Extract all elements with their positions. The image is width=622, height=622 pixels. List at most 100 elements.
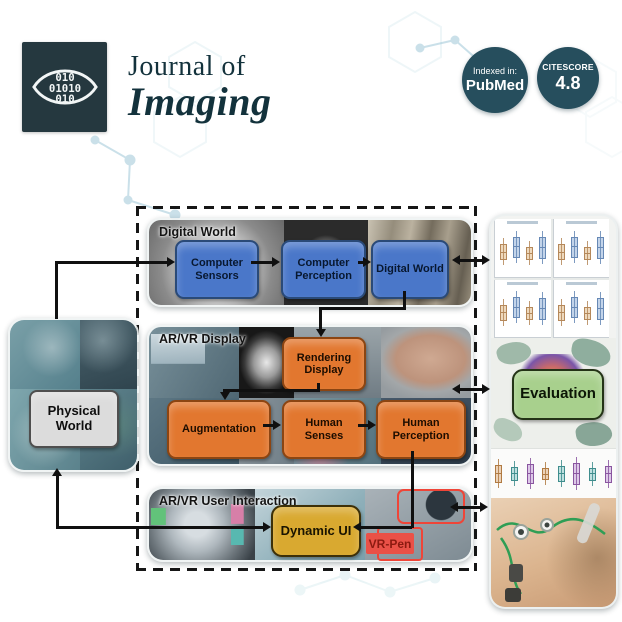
boxplot-box	[499, 238, 507, 266]
arrow-dynamicui-physical	[56, 476, 59, 528]
arrow-dynamicui-physical	[56, 526, 264, 529]
arrow-senses-to-perception	[358, 424, 369, 427]
svg-text:01010: 01010	[48, 82, 80, 95]
ecg-wires-icon	[496, 503, 606, 602]
arrowhead	[363, 257, 371, 267]
diagram-boundary-top	[136, 206, 477, 209]
photo-tile	[149, 327, 240, 399]
boxplot-box	[604, 459, 612, 488]
arrow-physical-to-sensors	[55, 261, 167, 264]
arrow-display-evaluation	[459, 388, 483, 391]
boxplot-box	[538, 291, 546, 325]
boxplot-box	[558, 298, 566, 326]
arrowhead	[482, 384, 490, 394]
section-label-arvr-display: AR/VR Display	[159, 332, 246, 346]
node-human-perception: Human Perception	[376, 400, 466, 459]
arrowhead	[263, 522, 271, 532]
badge-pubmed-value: PubMed	[465, 77, 525, 95]
arrow-digital-to-rendering	[319, 307, 322, 329]
badge-pubmed-caption: Indexed in:	[472, 65, 518, 76]
diagram-boundary-bottom	[136, 568, 477, 571]
arrow-digital-to-rendering	[319, 307, 406, 310]
journal-title: Journal of Imaging	[128, 52, 272, 123]
boxplot-box	[584, 240, 592, 265]
arrowhead	[353, 522, 361, 532]
arrow-sensors-to-perception	[251, 261, 273, 264]
boxplot-box	[571, 291, 579, 324]
boxplot-box	[525, 301, 533, 326]
arrow-digital-to-rendering	[403, 291, 406, 310]
arrowhead	[167, 257, 175, 267]
node-human-senses: Human Senses	[282, 400, 366, 459]
boxplot-box	[597, 291, 605, 325]
section-label-digital-world: Digital World	[159, 225, 236, 239]
badge-citescore-value: 4.8	[555, 73, 581, 94]
boxplot-box	[573, 457, 581, 490]
boxplot-grid	[494, 219, 609, 338]
arrow-perception-to-dynamicui	[411, 451, 414, 528]
arrowhead	[272, 257, 280, 267]
svg-text:010: 010	[55, 71, 74, 84]
arrow-perception-to-dynamicui	[361, 526, 412, 529]
boxplot-box	[597, 231, 605, 265]
journal-logo: 010 01010 010	[22, 42, 107, 132]
arrowhead	[482, 255, 490, 265]
boxplot-box	[495, 459, 503, 488]
arrow-digital-evaluation	[459, 259, 483, 262]
boxplot-box	[589, 461, 597, 486]
boxplot-box	[510, 461, 518, 486]
node-physical-world: Physical World	[29, 390, 119, 448]
boxplot-box	[512, 230, 520, 263]
boxplot-chart	[552, 279, 609, 338]
node-digital-world: Digital World	[371, 240, 449, 299]
boxplot-box	[526, 458, 534, 489]
svg-text:010: 010	[55, 93, 74, 106]
boxplot-chart	[494, 219, 551, 278]
photo-tile	[10, 320, 80, 389]
arrowhead	[480, 502, 488, 512]
node-dynamic-ui: Dynamic UI	[271, 505, 361, 557]
boxplot-box	[538, 231, 546, 265]
arrow-interaction-evaluation	[457, 506, 481, 509]
boxplot-chart	[552, 219, 609, 278]
boxplot-box	[584, 301, 592, 326]
node-augmentation: Augmentation	[167, 400, 271, 459]
arrow-perception-to-digital	[358, 261, 364, 264]
boxplot-box	[571, 230, 579, 263]
arrowhead	[52, 468, 62, 476]
boxplot-box	[525, 240, 533, 265]
arrowhead	[368, 420, 376, 430]
arrowhead	[220, 392, 230, 400]
boxplot-box	[557, 460, 565, 487]
node-rendering-display: Rendering Display	[282, 337, 366, 391]
arrowhead	[452, 255, 460, 265]
arrowhead	[273, 420, 281, 430]
badge-citescore: CITESCORE 4.8	[537, 47, 599, 109]
photo-tile	[79, 320, 137, 389]
boxplot-box	[542, 462, 550, 485]
arrow-physical-to-sensors	[55, 262, 58, 319]
boxplot-strip	[491, 448, 616, 500]
journal-title-main: Imaging	[128, 79, 272, 125]
arrowhead	[316, 329, 326, 337]
badge-citescore-caption: CITESCORE	[542, 62, 594, 73]
node-computer-perception: Computer Perception	[281, 240, 366, 299]
arrow-augmentation-to-senses	[263, 424, 274, 427]
node-computer-sensors: Computer Sensors	[175, 240, 259, 299]
boxplot-box	[512, 291, 520, 324]
binary-eye-icon: 010 01010 010	[31, 69, 98, 106]
journal-title-top: Journal of	[128, 51, 246, 82]
background-band	[0, 583, 468, 598]
arrow-rendering-to-augmentation	[223, 389, 320, 392]
node-evaluation: Evaluation	[512, 369, 604, 420]
boxplot-box	[499, 298, 507, 326]
panel-evaluation: Evaluation	[489, 214, 618, 609]
arrow-rendering-to-augmentation	[317, 383, 320, 392]
arrowhead	[452, 384, 460, 394]
boxplot-chart	[494, 279, 551, 338]
fragment	[574, 419, 614, 449]
arrowhead	[450, 502, 458, 512]
section-label-arvr-user-interaction: AR/VR User Interaction	[159, 494, 297, 508]
photo-tile	[149, 489, 256, 560]
